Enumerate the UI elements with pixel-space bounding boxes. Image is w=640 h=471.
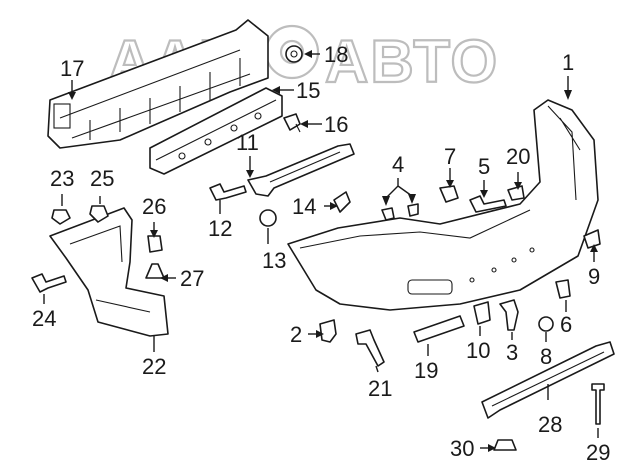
callout-27: 27 xyxy=(180,266,204,291)
callout-3: 3 xyxy=(506,340,518,365)
callout-1: 1 xyxy=(562,50,574,75)
callout-21: 21 xyxy=(368,376,392,401)
callout-24: 24 xyxy=(32,306,56,331)
callout-19: 19 xyxy=(414,358,438,383)
callout-26: 26 xyxy=(142,194,166,219)
callout-20: 20 xyxy=(506,144,530,169)
callout-28: 28 xyxy=(538,412,562,437)
part-clip-27 xyxy=(145,263,165,279)
callout-5: 5 xyxy=(478,154,490,179)
callout-9: 9 xyxy=(588,264,600,289)
part-nut-25 xyxy=(89,205,109,223)
callout-18: 18 xyxy=(324,42,348,67)
callout-8: 8 xyxy=(540,344,552,369)
part-clip-16 xyxy=(283,113,301,133)
part-reflector-9 xyxy=(583,229,601,249)
part-lower-bracket xyxy=(49,207,169,337)
callout-12: 12 xyxy=(208,216,232,241)
part-strip-19 xyxy=(413,315,465,343)
callout-25: 25 xyxy=(90,166,114,191)
part-clip-6 xyxy=(555,279,571,299)
callout-7: 7 xyxy=(444,144,456,169)
part-bolt-2 xyxy=(319,319,337,343)
part-clip-4b xyxy=(407,203,419,217)
callout-22: 22 xyxy=(142,354,166,379)
callout-23: 23 xyxy=(50,166,74,191)
part-clip-14 xyxy=(333,191,351,213)
part-clip-26 xyxy=(147,235,163,253)
part-lower-rail xyxy=(481,341,615,419)
part-clip-4a xyxy=(381,207,395,221)
part-nut-30 xyxy=(493,439,517,451)
part-bolt-5 xyxy=(469,195,507,213)
part-side-bracket xyxy=(247,143,355,197)
part-bolt-12 xyxy=(209,183,247,201)
part-bolt-24 xyxy=(31,273,67,293)
part-reinforcement-beam xyxy=(47,19,269,149)
leader-lines xyxy=(43,50,599,452)
callout-2: 2 xyxy=(290,322,302,347)
part-nut-18 xyxy=(285,45,303,63)
callout-30: 30 xyxy=(450,436,474,461)
callout-14: 14 xyxy=(292,194,316,219)
part-bolt-29 xyxy=(591,383,605,425)
svg-text:АВТО: АВТО xyxy=(325,28,499,95)
callout-15: 15 xyxy=(296,78,320,103)
callout-11: 11 xyxy=(236,130,259,155)
part-bumper-cover xyxy=(287,99,599,311)
fastener-group xyxy=(31,183,615,451)
callout-17: 17 xyxy=(60,56,84,81)
part-cap-8 xyxy=(538,316,554,332)
part-nut-23 xyxy=(51,209,71,225)
part-clip-7 xyxy=(439,185,459,203)
callout-6: 6 xyxy=(560,312,572,337)
callout-labels: 1 2 3 4 5 6 7 8 9 10 11 12 13 14 15 16 1… xyxy=(32,42,610,465)
callout-16: 16 xyxy=(324,112,348,137)
part-nut-13 xyxy=(259,209,277,227)
callout-29: 29 xyxy=(586,440,610,465)
part-bolt-3 xyxy=(499,299,519,331)
callout-13: 13 xyxy=(262,248,286,273)
callout-10: 10 xyxy=(466,338,490,363)
callout-4: 4 xyxy=(392,152,404,177)
part-bracket-10 xyxy=(473,301,491,325)
part-bolt-21 xyxy=(355,329,385,367)
part-clip-20 xyxy=(507,185,525,201)
part-energy-absorber xyxy=(149,87,283,175)
